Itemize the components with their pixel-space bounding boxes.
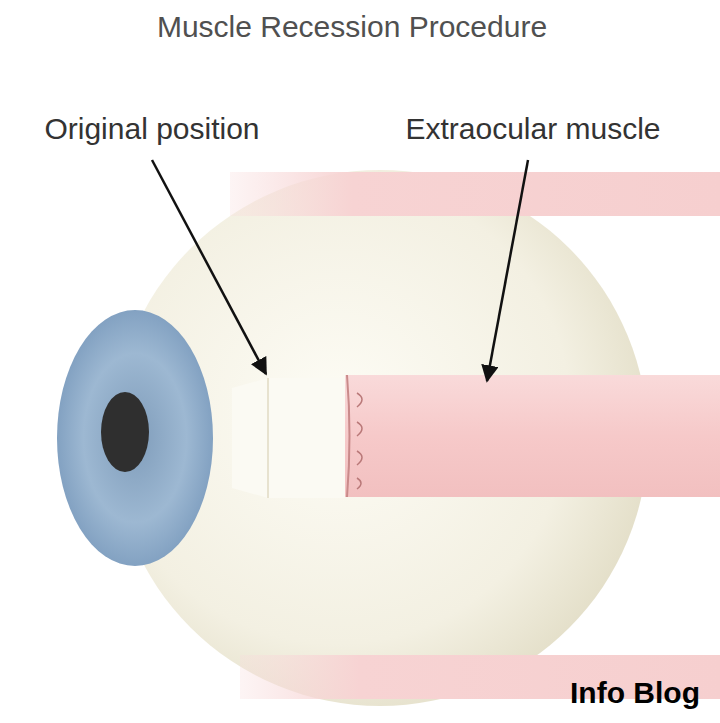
leader-arrow — [487, 160, 528, 381]
leader-arrow — [152, 160, 266, 374]
part-label: Extraocular muscle — [405, 112, 660, 147]
muscle-edge — [347, 375, 350, 497]
watermark: Info Blog — [570, 676, 700, 711]
original-insertion-line — [267, 378, 269, 498]
iris — [57, 310, 213, 566]
part-label: Original position — [44, 112, 259, 147]
pupil — [101, 392, 149, 472]
recessed-muscle — [345, 375, 720, 497]
original-insertion-area — [232, 378, 345, 498]
sutures — [357, 393, 362, 489]
upper-muscle — [230, 172, 720, 216]
title: Muscle Recession Procedure — [157, 10, 547, 45]
